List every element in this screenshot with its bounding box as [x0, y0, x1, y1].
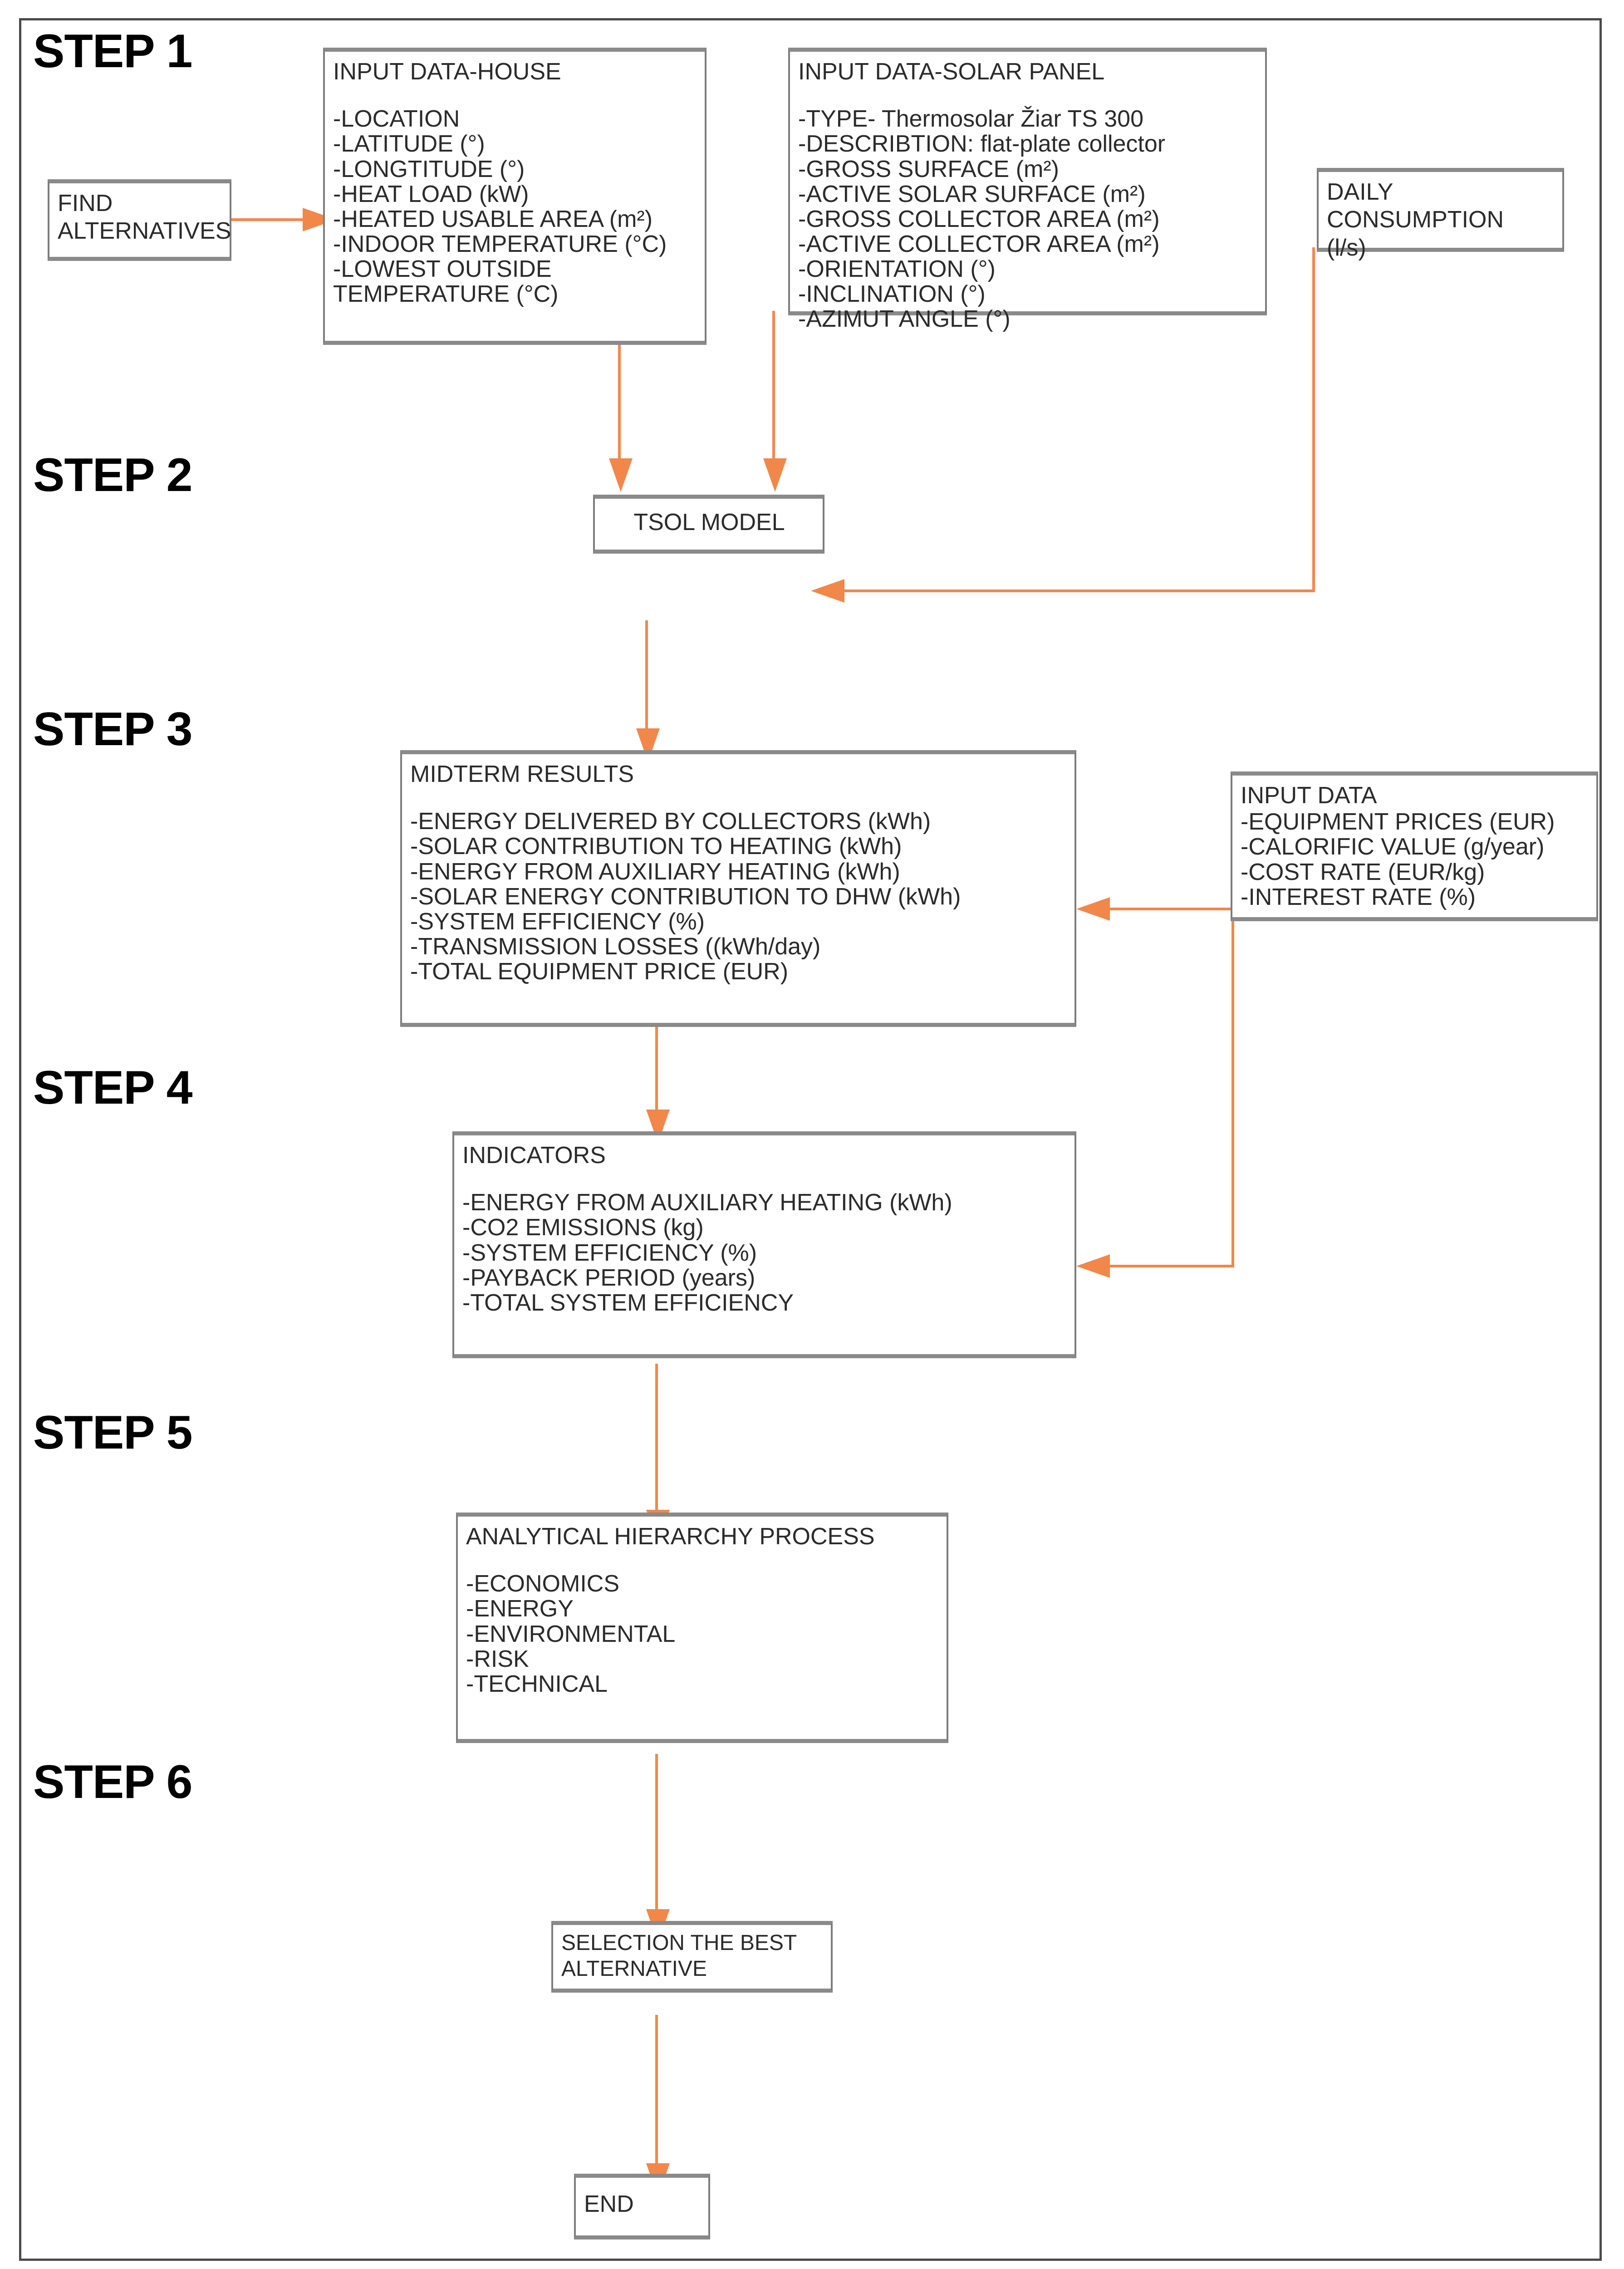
node-input-data-economics[interactable]: INPUT DATA -EQUIPMENT PRICES (EUR) -CALO… [1231, 771, 1598, 921]
connector-midterm-to-indicators [655, 1019, 658, 1150]
node-input-data-economics-title: INPUT DATA [1241, 782, 1377, 809]
connector-tsol-to-midterm [645, 620, 648, 752]
connector-daily-consumption-vertical [1312, 247, 1315, 592]
node-selection-best-alternative-title: SELECTION THE BEST ALTERNATIVE [561, 1931, 797, 1981]
list-item: -SOLAR CONTRIBUTION TO HEATING (kWh) [410, 833, 902, 860]
node-input-data-house-title: INPUT DATA-HOUSE [333, 59, 561, 85]
node-end[interactable]: END [574, 2174, 710, 2240]
list-item: -COST RATE (EUR/kg) [1241, 859, 1485, 885]
node-daily-consumption-title: DAILY CONSUMPTION (l/s) [1327, 179, 1504, 261]
list-item: -HEATED USABLE AREA (m²) [333, 206, 653, 232]
list-item: -GROSS SURFACE (m²) [798, 156, 1059, 182]
arrowhead-left-to-indicators [1076, 1254, 1110, 1278]
node-midterm-results[interactable]: MIDTERM RESULTS -ENERGY DELIVERED BY COL… [400, 750, 1076, 1027]
arrowhead-down-to-tsol-right [763, 458, 787, 492]
list-item: -AZIMUT ANGLE (°) [798, 306, 1011, 333]
step-label-2: STEP 2 [33, 449, 192, 501]
list-item: -ECONOMICS [466, 1571, 619, 1597]
connector-selection-to-end [655, 2015, 658, 2196]
node-input-data-house[interactable]: INPUT DATA-HOUSE -LOCATION -LATITUDE (°)… [323, 48, 707, 345]
list-item: -LONGTITUDE (°) [333, 156, 525, 182]
connector-input-solar-to-tsol [772, 311, 775, 479]
connector-find-alternatives-to-input-house [230, 218, 325, 221]
list-item: -ACTIVE COLLECTOR AREA (m²) [798, 231, 1160, 257]
list-item: -INCLINATION (°) [798, 281, 986, 308]
list-item: -HEAT LOAD (kW) [333, 181, 529, 207]
node-tsol-model-title: TSOL MODEL [633, 509, 785, 535]
node-find-alternatives-title: FIND ALTERNATIVES [58, 190, 231, 245]
node-input-data-solar-panel[interactable]: INPUT DATA-SOLAR PANEL -TYPE- Thermosola… [788, 48, 1267, 332]
arrowhead-down-to-tsol-left [609, 458, 633, 492]
list-item: -CALORIFIC VALUE (g/year) [1241, 834, 1545, 860]
list-item: -INTEREST RATE (%) [1241, 884, 1476, 910]
node-input-data-house-items: -LOCATION -LATITUDE (°) -LONGTITUDE (°) … [333, 107, 697, 307]
connector-input-economics-to-midterm [1101, 908, 1233, 910]
node-input-data-solar-panel-items: -TYPE- Thermosolar Žiar TS 300 -DESCRIBT… [798, 107, 1258, 332]
list-item: -ACTIVE SOLAR SURFACE (m²) [798, 181, 1146, 207]
list-item: -TYPE- Thermosolar Žiar TS 300 [798, 106, 1143, 133]
list-item: -ENVIRONMENTAL [466, 1621, 676, 1647]
arrowhead-left-to-tsol [811, 579, 844, 603]
node-input-data-solar-panel-title: INPUT DATA-SOLAR PANEL [798, 59, 1105, 85]
list-item: -SYSTEM EFFICIENCY (%) [462, 1239, 757, 1266]
list-item: -TECHNICAL [466, 1670, 608, 1697]
connector-indicators-to-ahp [655, 1364, 658, 1536]
list-item: -SYSTEM EFFICIENCY (%) [410, 908, 705, 935]
list-item: -GROSS COLLECTOR AREA (m²) [798, 206, 1160, 232]
list-item: -SOLAR ENERGY CONTRIBUTION TO DHW (kWh) [410, 883, 961, 910]
step-label-4: STEP 4 [33, 1061, 192, 1114]
list-item: -DESCRIBTION: flat-plate collector [798, 131, 1166, 157]
list-item: -LATITUDE (°) [333, 131, 485, 157]
step-label-1: STEP 1 [33, 25, 192, 78]
list-item: TEMPERATURE (°C) [333, 281, 559, 308]
list-item: -TOTAL SYSTEM EFFICIENCY [462, 1289, 794, 1316]
connector-input-economics-to-indicators [1101, 1265, 1234, 1267]
step-label-5: STEP 5 [33, 1406, 192, 1459]
connector-ahp-to-selection [655, 1754, 658, 1940]
node-indicators-items: -ENERGY FROM AUXILIARY HEATING (kWh) -CO… [462, 1190, 1067, 1316]
node-selection-best-alternative[interactable]: SELECTION THE BEST ALTERNATIVE [551, 1921, 833, 1993]
node-input-data-economics-items: -EQUIPMENT PRICES (EUR) -CALORIFIC VALUE… [1241, 809, 1589, 910]
list-item: -ENERGY DELIVERED BY COLLECTORS (kWh) [410, 808, 931, 835]
node-find-alternatives[interactable]: FIND ALTERNATIVES [48, 179, 231, 261]
list-item: -ORIENTATION (°) [798, 256, 996, 283]
list-item: -ENERGY [466, 1596, 574, 1622]
step-label-3: STEP 3 [33, 703, 192, 756]
list-item: -LOCATION [333, 106, 460, 133]
step-label-6: STEP 6 [33, 1756, 192, 1808]
node-midterm-results-title: MIDTERM RESULTS [410, 761, 634, 787]
node-indicators[interactable]: INDICATORS -ENERGY FROM AUXILIARY HEATIN… [452, 1131, 1076, 1358]
list-item: -INDOOR TEMPERATURE (°C) [333, 231, 667, 257]
list-item: -RISK [466, 1645, 529, 1672]
list-item: -TRANSMISSION LOSSES ((kWh/day) [410, 933, 821, 960]
list-item: -LOWEST OUTSIDE [333, 256, 552, 283]
node-analytical-hierarchy-process-title: ANALYTICAL HIERARCHY PROCESS [466, 1523, 875, 1550]
node-indicators-title: INDICATORS [462, 1142, 606, 1169]
list-item: -CO2 EMISSIONS (kg) [462, 1214, 704, 1241]
list-item: -ENERGY FROM AUXILIARY HEATING (kWh) [410, 858, 900, 885]
node-tsol-model[interactable]: TSOL MODEL [593, 495, 824, 554]
node-midterm-results-items: -ENERGY DELIVERED BY COLLECTORS (kWh) -S… [410, 809, 1067, 984]
connector-input-economics-vertical [1231, 909, 1234, 1267]
connector-daily-consumption-horizontal [834, 589, 1315, 592]
node-daily-consumption[interactable]: DAILY CONSUMPTION (l/s) [1317, 168, 1564, 261]
list-item: -PAYBACK PERIOD (years) [462, 1264, 756, 1291]
list-item: -EQUIPMENT PRICES (EUR) [1241, 809, 1555, 835]
list-item: -ENERGY FROM AUXILIARY HEATING (kWh) [462, 1189, 952, 1216]
connector-input-house-to-tsol [618, 343, 621, 479]
arrowhead-left-to-midterm [1076, 897, 1110, 921]
list-item: -TOTAL EQUIPMENT PRICE (EUR) [410, 958, 789, 985]
node-analytical-hierarchy-process-items: -ECONOMICS -ENERGY -ENVIRONMENTAL -RISK … [466, 1572, 939, 1697]
node-end-title: END [584, 2191, 634, 2217]
node-analytical-hierarchy-process[interactable]: ANALYTICAL HIERARCHY PROCESS -ECONOMICS … [456, 1513, 948, 1743]
diagram-outer-frame: STEP 1 STEP 2 STEP 3 STEP 4 STEP 5 STEP … [19, 18, 1602, 2261]
